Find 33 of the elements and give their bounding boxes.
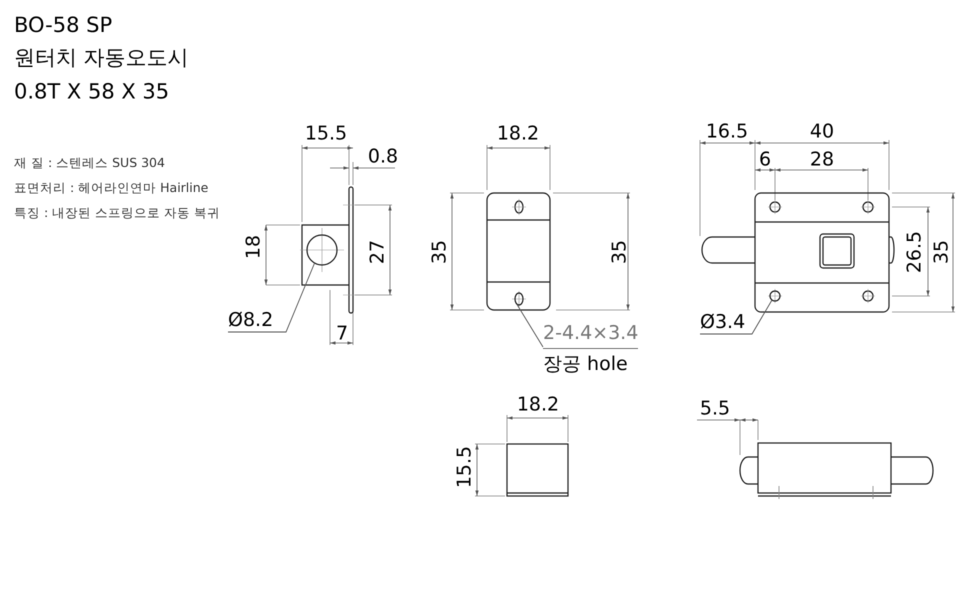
dimension-value: 0.8	[368, 148, 398, 166]
dimension-value: 18.2	[516, 396, 560, 414]
dimension-value: 18.2	[496, 124, 540, 144]
dimension-value: 15.5	[456, 446, 474, 488]
dimension-value: 6	[758, 150, 772, 170]
dimension-value: 26.5	[906, 230, 924, 274]
callout-note: 장공 hole	[543, 355, 628, 374]
callout-text: Ø3.4	[700, 312, 746, 332]
dimension-value: 28	[810, 150, 834, 170]
dimension-value: 35	[610, 240, 630, 264]
dimension-value: 18	[244, 234, 264, 260]
subtitle: 0.8T X 58 X 35	[14, 82, 170, 102]
leader-line	[516, 304, 544, 348]
spec-note: 표면처리 : 헤어라인연마 Hairline	[14, 182, 208, 194]
dimension-value: 7	[336, 324, 348, 344]
dimension-value: 40	[810, 122, 834, 142]
dimension-value: 27	[368, 240, 388, 264]
spec-note: 재 질 : 스텐레스 SUS 304	[14, 156, 165, 170]
dimension-value: 16.5	[706, 122, 748, 142]
title: BO-58 SP	[14, 12, 112, 38]
dimension-value: 35	[430, 240, 450, 264]
mounting-hole	[306, 234, 338, 266]
leader-line	[228, 262, 316, 332]
mounting-hole	[769, 290, 781, 302]
dimension-value: 5.5	[700, 400, 730, 418]
dimension-value: 15.5	[304, 124, 348, 144]
slot-hole	[514, 292, 524, 306]
callout-text: Ø8.2	[228, 310, 274, 330]
callout-text: 2-4.4×3.4	[543, 324, 638, 349]
dimension-value: 35	[932, 240, 952, 264]
leader-line	[700, 300, 772, 334]
spec-note: 특징 : 내장된 스프링으로 자동 복귀	[14, 206, 220, 220]
subtitle: 원터치 자동오도시	[14, 48, 189, 68]
